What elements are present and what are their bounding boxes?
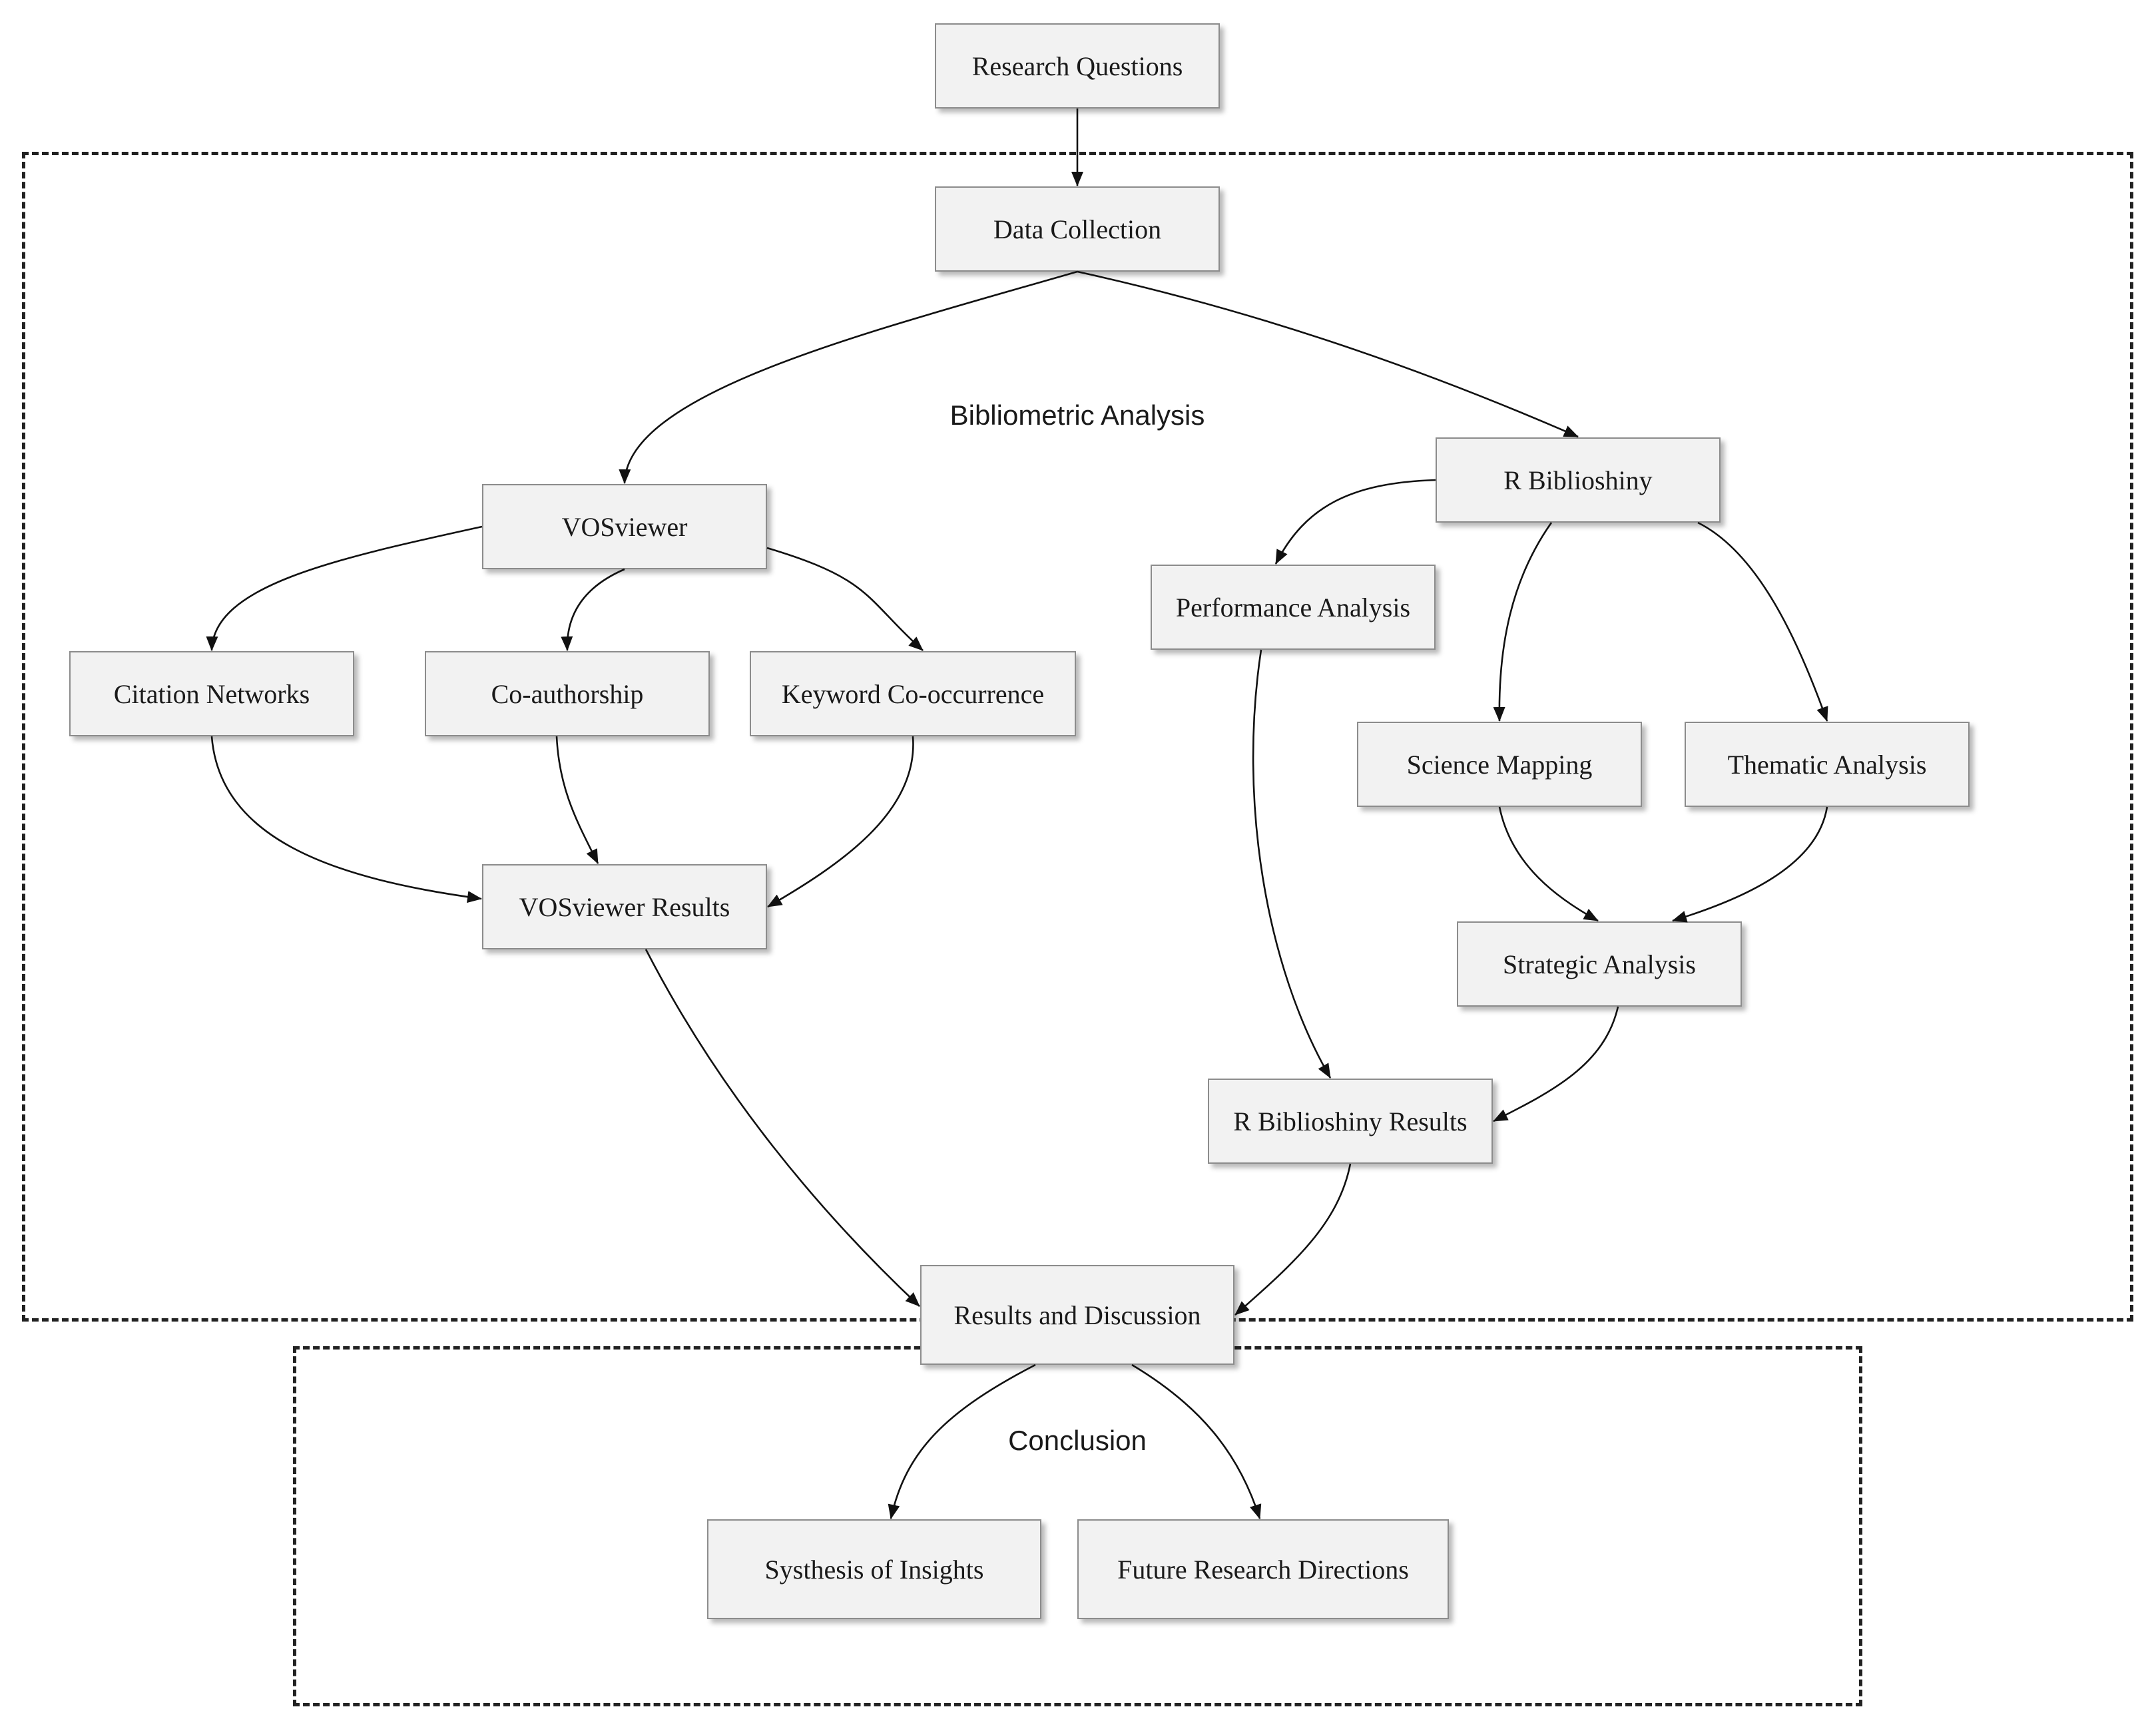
edge-r-biblioshiny-results-to-results-and-discussion — [1234, 1163, 1352, 1316]
edge-vosviewer-to-citation-networks — [206, 525, 483, 651]
edge-results-and-discussion-to-synthesis-of-insights — [888, 1363, 1036, 1519]
keyword-cooccurrence-node: Keyword Co-occurrence — [750, 651, 1076, 736]
vosviewer-node: VOSviewer — [482, 484, 767, 569]
edge-results-and-discussion-to-future-research-directions — [1131, 1363, 1262, 1519]
edge-keyword-cooccurrence-to-vosviewer-results — [767, 736, 914, 908]
edge-data-collection-to-vosviewer — [619, 270, 1078, 484]
edge-performance-analysis-to-r-biblioshiny-results — [1252, 649, 1332, 1079]
edge-vosviewer-to-co-authorship — [561, 568, 625, 651]
synthesis-of-insights-node: Systhesis of Insights — [707, 1519, 1041, 1619]
bibliometric-analysis-label: Bibliometric Analysis — [949, 399, 1205, 431]
thematic-analysis-node: Thematic Analysis — [1685, 722, 1970, 807]
edge-r-biblioshiny-to-thematic-analysis — [1697, 521, 1828, 722]
r-biblioshiny-node: R Biblioshiny — [1436, 437, 1721, 523]
science-mapping-node: Science Mapping — [1357, 722, 1642, 807]
data-collection-node: Data Collection — [935, 186, 1220, 272]
edge-r-biblioshiny-to-science-mapping — [1493, 522, 1553, 722]
edge-vosviewer-to-keyword-cooccurrence — [766, 547, 924, 651]
performance-analysis-node: Performance Analysis — [1151, 565, 1436, 650]
strategic-analysis-node: Strategic Analysis — [1457, 921, 1742, 1007]
edge-co-authorship-to-vosviewer-results — [555, 736, 599, 864]
edge-r-biblioshiny-to-performance-analysis — [1274, 479, 1436, 565]
future-research-directions-node: Future Research Directions — [1077, 1519, 1449, 1619]
edge-citation-networks-to-vosviewer-results — [210, 736, 482, 903]
r-biblioshiny-results-node: R Biblioshiny Results — [1208, 1079, 1493, 1164]
results-and-discussion-node: Results and Discussion — [920, 1265, 1234, 1365]
edge-vosviewer-results-to-results-and-discussion — [645, 949, 920, 1307]
citation-networks-node: Citation Networks — [69, 651, 354, 736]
conclusion-label: Conclusion — [1008, 1425, 1147, 1456]
edge-strategic-analysis-to-r-biblioshiny-results — [1493, 1006, 1619, 1122]
vosviewer-results-node: VOSviewer Results — [482, 864, 767, 949]
edge-data-collection-to-r-biblioshiny — [1077, 270, 1579, 438]
co-authorship-node: Co-authorship — [425, 651, 710, 736]
edge-science-mapping-to-strategic-analysis — [1498, 806, 1599, 922]
research-questions-node: Research Questions — [935, 23, 1220, 109]
edge-thematic-analysis-to-strategic-analysis — [1672, 806, 1828, 923]
